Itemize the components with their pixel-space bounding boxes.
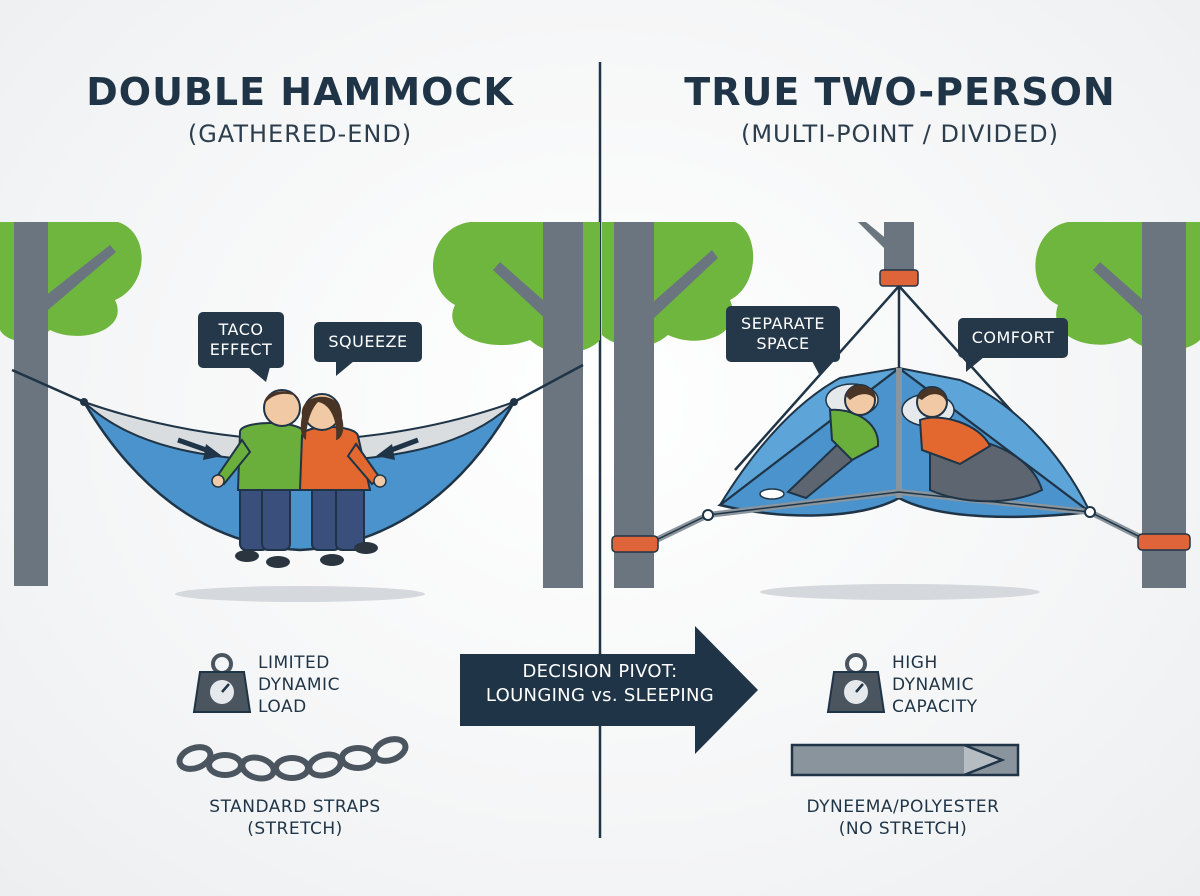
bubble-taco-text: TACO EFFECT	[209, 320, 273, 359]
weight-icon	[192, 653, 252, 713]
left-feature-label: LIMITED DYNAMIC LOAD	[258, 653, 340, 717]
right-strap-caption: DYNEEMA/POLYESTER (NO STRETCH)	[806, 797, 1000, 839]
person-orange-lying	[901, 386, 1044, 503]
tree-icon	[432, 222, 600, 588]
strap-icon	[790, 743, 1020, 777]
chain-icon	[176, 736, 409, 782]
right-subtitle: (MULTI-POINT / DIVIDED)	[740, 120, 1060, 148]
person-orange	[298, 393, 387, 566]
bubble-separate-space	[726, 306, 840, 376]
bubble-squeeze	[314, 322, 422, 376]
left-subtitle: (GATHERED-END)	[187, 120, 413, 148]
left-strap-caption: STANDARD STRAPS (STRETCH)	[209, 797, 381, 839]
bubble-comfort	[958, 318, 1068, 372]
right-scene	[602, 222, 1200, 600]
bubble-squeeze-text: SQUEEZE	[328, 332, 408, 351]
person-green	[211, 389, 308, 568]
tree-icon	[0, 222, 142, 586]
decision-pivot-label: DECISION PIVOT: LOUNGING vs. SLEEPING	[485, 661, 715, 706]
tree-icon	[602, 222, 754, 588]
right-title: TRUE TWO-PERSON	[684, 70, 1116, 114]
bubble-taco-effect	[198, 312, 284, 382]
right-feature-label: HIGH DYNAMIC CAPACITY	[892, 653, 978, 717]
tree-icon	[1035, 222, 1200, 588]
arrow-icon	[460, 626, 758, 754]
bubble-separate-text: SEPARATE SPACE	[741, 314, 825, 353]
weight-icon	[826, 653, 886, 713]
bubble-comfort-text: COMFORT	[971, 328, 1055, 347]
left-scene	[0, 222, 600, 602]
person-green-lying	[759, 383, 880, 500]
left-title: DOUBLE HAMMOCK	[86, 70, 514, 114]
